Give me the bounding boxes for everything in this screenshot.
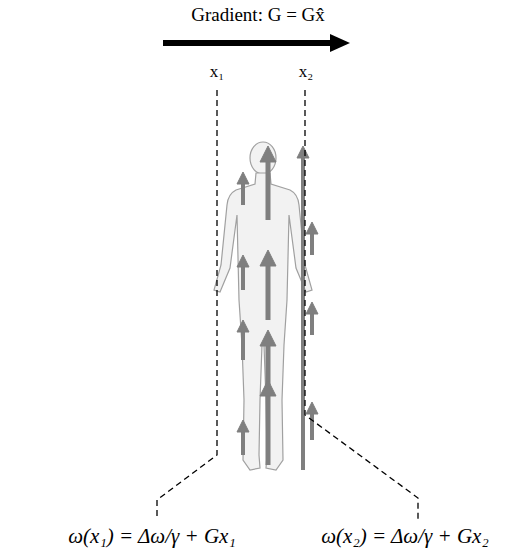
human-silhouette <box>214 142 312 470</box>
leader-lines <box>157 90 418 520</box>
gradient-label: Gradient: G = Gx̂ <box>191 4 325 26</box>
gradient-arrow <box>163 40 332 46</box>
position-label: x₁ <box>210 62 224 82</box>
position-label: x₂ <box>299 62 313 82</box>
spin-arrows <box>237 146 318 470</box>
frequency-equation: ω(x₂) = Δω/γ + Gx₂ <box>321 524 488 549</box>
arrow-head <box>330 34 350 52</box>
frequency-equation: ω(x₁) = Δω/γ + Gx₁ <box>68 524 235 549</box>
